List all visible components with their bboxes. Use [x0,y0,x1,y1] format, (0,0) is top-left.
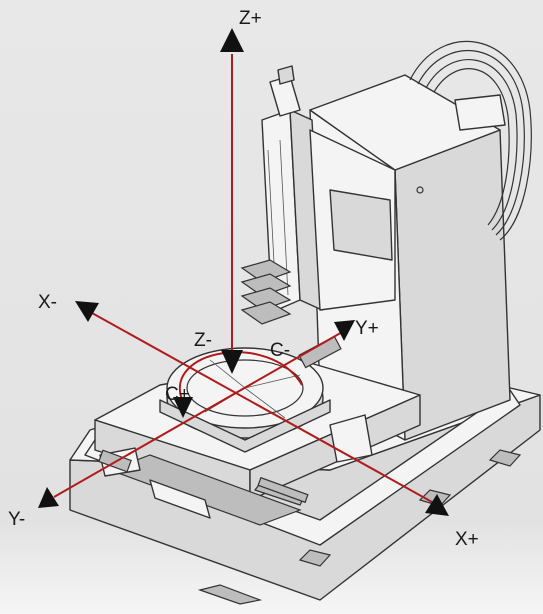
z-minus-arrow [221,350,243,374]
x-plus-arrow [425,494,449,516]
y-plus-arrow [334,320,355,341]
label-z-plus: Z+ [239,8,262,29]
label-c-minus: C- [270,340,290,361]
c-axis-arc [179,351,303,403]
axis-labels: Z+ Z- X- X+ Y+ Y- C+ C- [8,8,479,550]
label-z-minus: Z- [194,330,212,351]
label-y-plus: Y+ [355,318,379,339]
c-plus-arrow [173,397,193,418]
label-x-minus: X- [38,292,57,313]
y-minus-arrow [38,487,59,508]
y-axis-line [53,330,345,498]
x-axis-line [91,312,433,503]
axis-arrowheads [38,28,449,516]
label-c-plus: C+ [165,384,190,405]
x-minus-arrow [75,301,99,322]
label-x-plus: X+ [455,529,479,550]
z-plus-arrow [220,28,244,52]
spindle-head [240,65,396,325]
axis-lines [53,54,433,503]
belt-pulley [409,40,532,241]
label-y-minus: Y- [8,509,25,530]
